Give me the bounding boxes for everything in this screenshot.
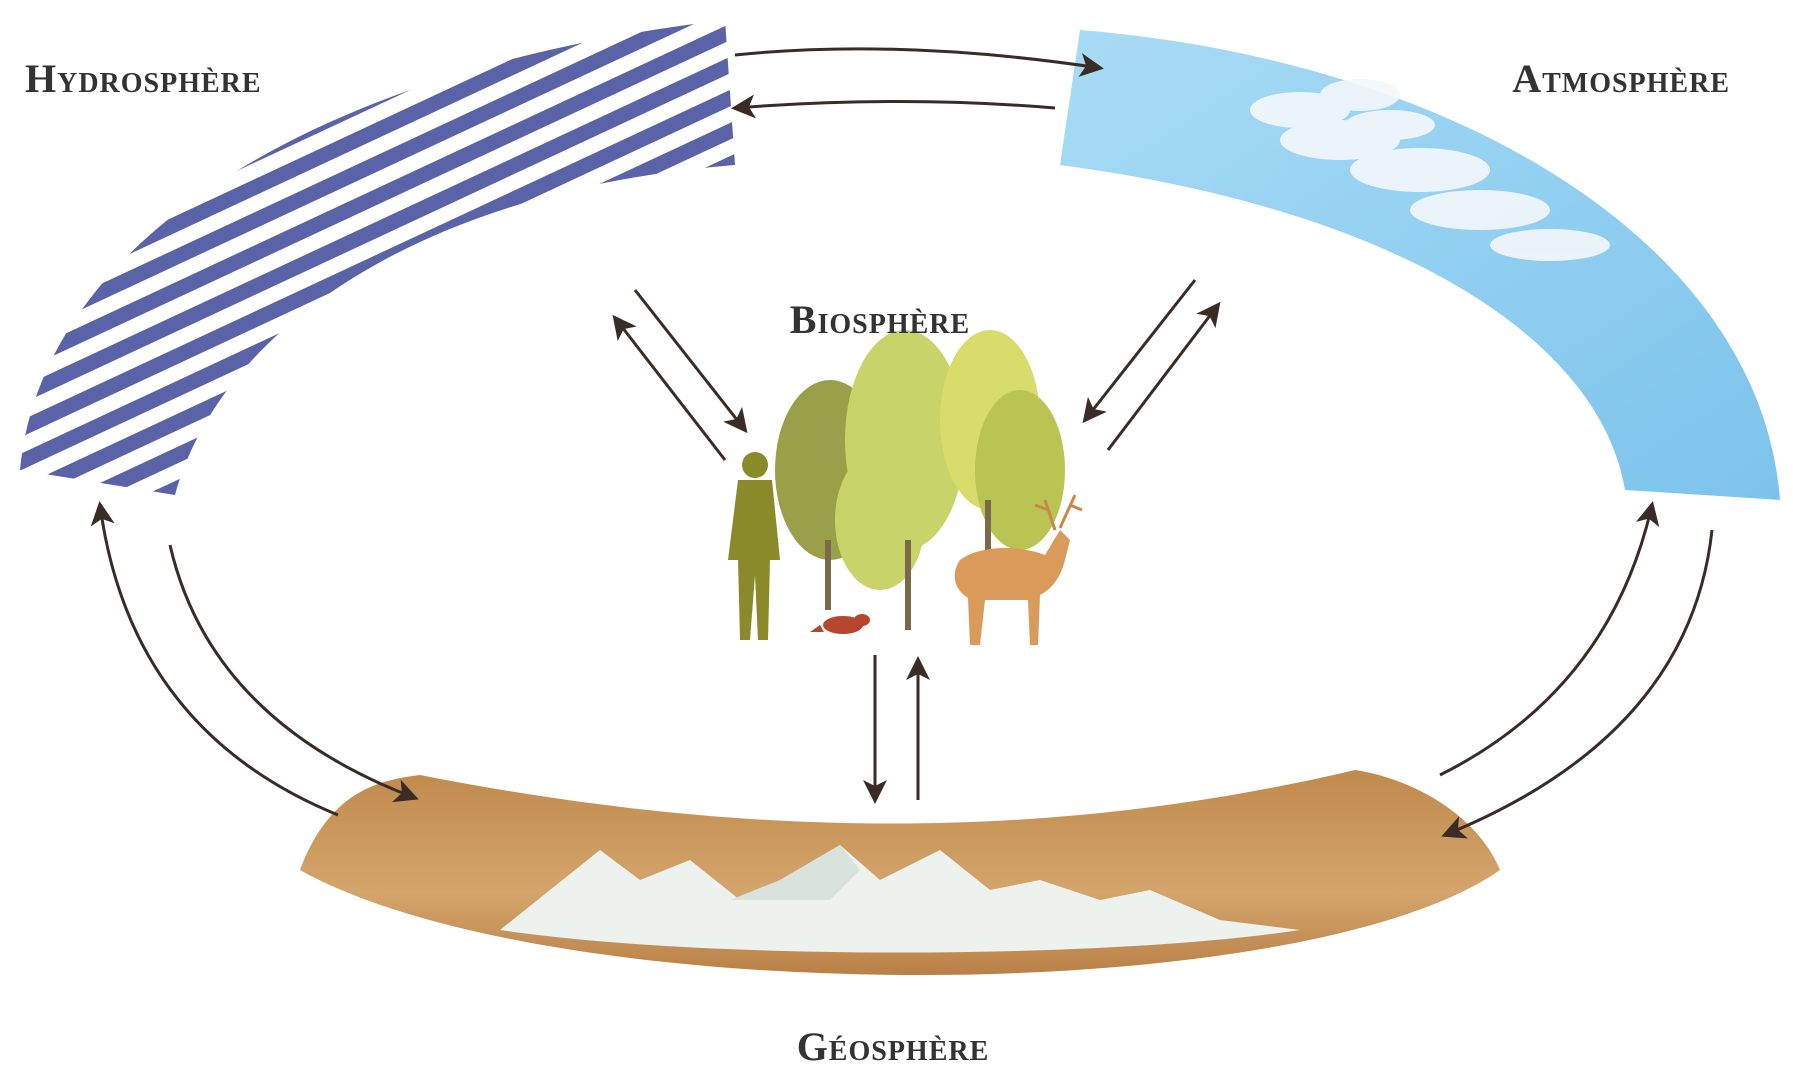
arrows-bio-geo [875, 655, 918, 800]
geosphere-label: Géosphère [797, 1024, 990, 1069]
arrow-hydro-to-bio [635, 290, 745, 430]
biosphere-illustration [728, 330, 1082, 645]
arrows-atmo-bio [1085, 280, 1218, 450]
arrow-hydro-to-atmo [735, 49, 1100, 68]
arrows-atmo-geo [1440, 505, 1712, 835]
arrow-bio-to-atmo [1108, 305, 1218, 450]
biosphere-label: Biosphère [790, 297, 970, 342]
person-icon [728, 452, 780, 640]
beaver-icon [810, 614, 870, 634]
arrow-geo-to-hydro [100, 505, 338, 815]
arrow-atmo-to-bio [1085, 280, 1195, 420]
arrow-hydro-to-geo [170, 545, 415, 798]
arrow-atmo-to-geo [1445, 530, 1712, 835]
hydrosphere-label: Hydrosphère [25, 56, 262, 101]
geosphere-band [300, 770, 1500, 975]
atmosphere-label: Atmosphère [1512, 56, 1730, 101]
arrows-hydro-bio [615, 290, 745, 460]
arrow-bio-to-hydro [615, 318, 725, 460]
arrows-hydro-atmo [735, 49, 1100, 108]
arrow-geo-to-atmo [1440, 505, 1652, 775]
arrows-hydro-geo [100, 505, 415, 815]
arrow-atmo-to-hydro [735, 102, 1055, 109]
